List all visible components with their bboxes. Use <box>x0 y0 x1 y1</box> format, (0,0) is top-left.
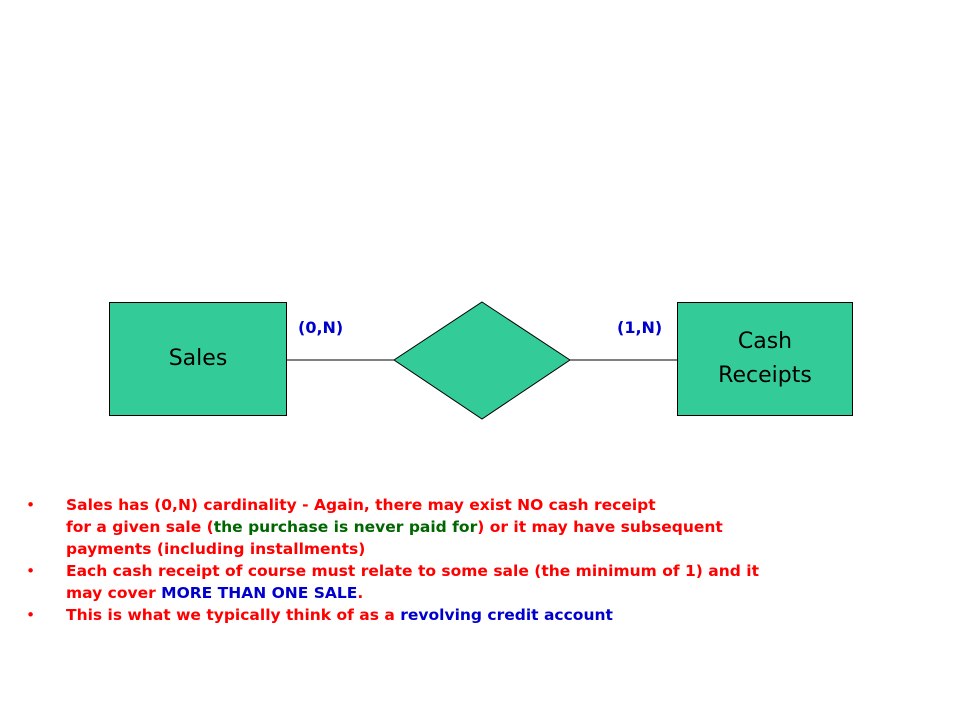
note2-text-d: . <box>357 584 364 602</box>
note1-text-e: payments (including installments) <box>66 540 366 558</box>
note3-text-a: This is what we typically think of as a <box>66 606 401 624</box>
bullet-icon: • <box>26 562 36 580</box>
note1-text-b: for a given sale ( <box>66 518 214 536</box>
note2-text-c: MORE THAN ONE SALE <box>161 584 358 602</box>
note3-text-b: revolving credit account <box>400 606 613 624</box>
cash-receipts-entity: Cash Receipts <box>677 302 853 416</box>
sales-entity: Sales <box>109 302 287 416</box>
note-item: • Each cash receipt of course must relat… <box>26 560 926 604</box>
note-item: • Sales has (0,N) cardinality - Again, t… <box>26 494 926 560</box>
relationship-diamond <box>393 301 571 420</box>
sales-entity-label: Sales <box>168 346 228 371</box>
bullet-icon: • <box>26 606 36 624</box>
note1-text-d: ) or it may have subsequent <box>477 518 723 536</box>
cash-receipts-label-line1: Cash <box>737 329 793 354</box>
note2-text-a: Each cash receipt of course must relate … <box>66 562 759 580</box>
note2-text-b: may cover <box>66 584 162 602</box>
cash-receipts-label-line2: Receipts <box>718 363 812 388</box>
cardinality-left: (0,N) <box>298 318 344 337</box>
note1-text-a: Sales has (0,N) cardinality - Again, the… <box>66 496 656 514</box>
notes-list: • Sales has (0,N) cardinality - Again, t… <box>26 494 926 626</box>
note1-text-c: the purchase is never paid for <box>213 518 478 536</box>
note-item: • This is what we typically think of as … <box>26 604 926 626</box>
bullet-icon: • <box>26 496 36 514</box>
cardinality-right: (1,N) <box>617 318 663 337</box>
